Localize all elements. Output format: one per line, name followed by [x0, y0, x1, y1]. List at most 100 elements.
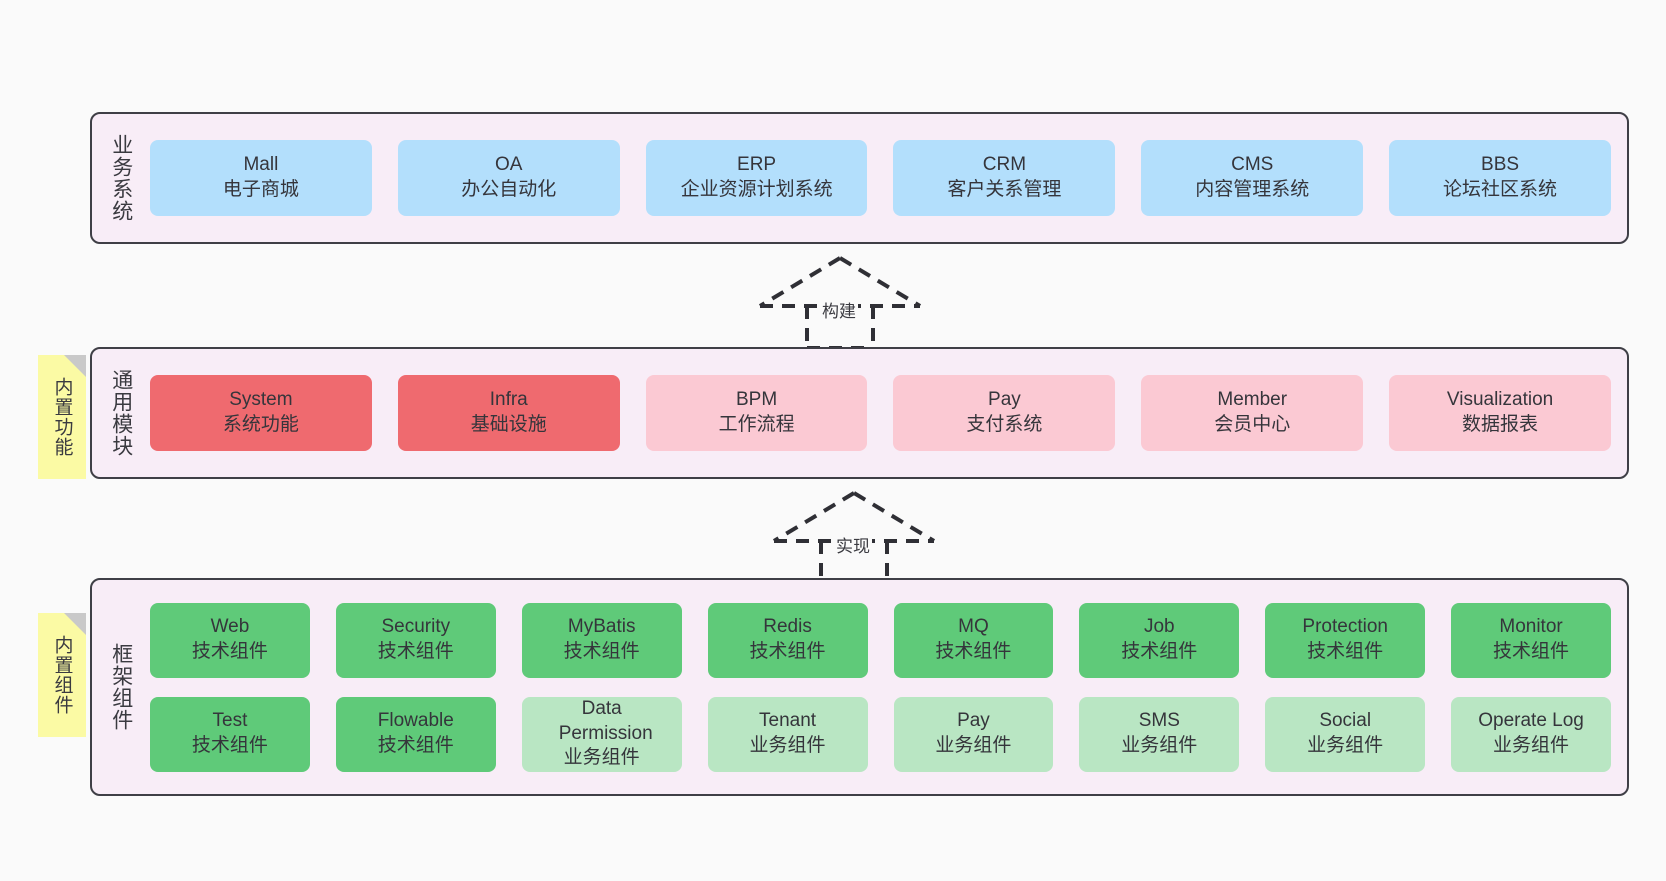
sticky-note-label: 内置组件	[51, 635, 73, 715]
card-subtitle: 技术组件	[1307, 641, 1384, 662]
card-sms[interactable]: SMS 业务组件	[1079, 696, 1240, 772]
card-title: MyBatis	[567, 616, 636, 638]
card-title: Monitor	[1499, 616, 1563, 638]
card-title: Protection	[1302, 616, 1388, 638]
card-member[interactable]: Member 会员中心	[1141, 375, 1364, 451]
connector-build: 构建	[752, 252, 932, 352]
card-test[interactable]: Test 技术组件	[150, 696, 310, 772]
card-group-common-modules: System 系统功能 Infra 基础设施 BPM 工作流程 Pay 支付系统…	[150, 349, 1627, 477]
connector-implement: 实现	[766, 487, 946, 587]
card-subtitle: 内容管理系统	[1195, 179, 1310, 200]
card-subtitle: 业务组件	[935, 735, 1012, 756]
card-subtitle: 办公自动化	[461, 179, 557, 200]
arrowhead-right-edge	[852, 491, 936, 543]
card-monitor[interactable]: Monitor 技术组件	[1451, 602, 1611, 678]
card-mybatis[interactable]: MyBatis 技术组件	[521, 602, 682, 678]
card-tenant[interactable]: Tenant 业务组件	[707, 696, 868, 772]
card-subtitle: 数据报表	[1462, 414, 1539, 435]
card-title: SMS	[1138, 710, 1180, 732]
card-title: Operate Log	[1478, 710, 1584, 732]
card-redis[interactable]: Redis 技术组件	[707, 602, 868, 678]
card-subtitle: 技术组件	[935, 641, 1012, 662]
card-mall[interactable]: Mall 电子商城	[150, 140, 372, 216]
card-subtitle: 技术组件	[563, 641, 640, 662]
card-visualization[interactable]: Visualization 数据报表	[1389, 375, 1611, 451]
card-subtitle: 工作流程	[718, 414, 795, 435]
card-oa[interactable]: OA 办公自动化	[397, 140, 620, 216]
card-cms[interactable]: CMS 内容管理系统	[1141, 140, 1364, 216]
card-title: Mall	[243, 154, 279, 176]
card-title: CRM	[982, 154, 1027, 176]
card-subtitle: 业务组件	[1493, 735, 1570, 756]
card-system[interactable]: System 系统功能	[150, 375, 372, 451]
layer-common-modules: 通用模块 System 系统功能 Infra 基础设施 BPM 工作流程 Pay…	[90, 347, 1629, 479]
card-subtitle: 技术组件	[749, 641, 826, 662]
card-subtitle: 业务组件	[1307, 735, 1384, 756]
card-title: System	[229, 389, 293, 411]
card-row-business: Test 技术组件 Flowable 技术组件 Data Permission …	[150, 696, 1611, 772]
card-job[interactable]: Job 技术组件	[1079, 602, 1240, 678]
fold-corner-icon	[64, 613, 86, 635]
card-title: Data Permission	[558, 697, 653, 744]
card-title: Pay	[957, 710, 990, 732]
card-pay-business[interactable]: Pay 业务组件	[893, 696, 1054, 772]
card-subtitle: 技术组件	[1121, 641, 1198, 662]
card-bbs[interactable]: BBS 论坛社区系统	[1389, 140, 1611, 216]
card-row: System 系统功能 Infra 基础设施 BPM 工作流程 Pay 支付系统…	[150, 375, 1611, 451]
card-subtitle: 支付系统	[966, 414, 1043, 435]
layer-title-business-systems: 业务系统	[109, 134, 133, 222]
card-title: Job	[1143, 616, 1175, 638]
card-subtitle: 技术组件	[377, 735, 454, 756]
fold-corner-icon	[64, 355, 86, 377]
card-subtitle: 系统功能	[222, 414, 299, 435]
card-row-technical: Web 技术组件 Security 技术组件 MyBatis 技术组件 Redi…	[150, 602, 1611, 678]
layer-title-framework-components: 框架组件	[109, 643, 133, 731]
card-data-permission[interactable]: Data Permission 业务组件	[521, 696, 682, 772]
connector-label-build: 构建	[820, 297, 858, 322]
card-subtitle: 技术组件	[191, 735, 268, 756]
card-title: BBS	[1481, 154, 1520, 176]
card-title: BPM	[735, 389, 778, 411]
card-operate-log[interactable]: Operate Log 业务组件	[1451, 696, 1611, 772]
card-erp[interactable]: ERP 企业资源计划系统	[645, 140, 868, 216]
card-title: OA	[495, 154, 523, 176]
card-row: Mall 电子商城 OA 办公自动化 ERP 企业资源计划系统 CRM 客户关系…	[150, 140, 1611, 216]
card-title: Visualization	[1446, 389, 1554, 411]
card-crm[interactable]: CRM 客户关系管理	[893, 140, 1116, 216]
card-subtitle: 业务组件	[1121, 735, 1198, 756]
card-title: Flowable	[377, 710, 454, 732]
sticky-note-label: 内置功能	[51, 377, 73, 457]
card-flowable[interactable]: Flowable 技术组件	[335, 696, 496, 772]
arrowhead-left-edge	[772, 491, 856, 543]
card-pay[interactable]: Pay 支付系统	[893, 375, 1116, 451]
card-subtitle: 技术组件	[1493, 641, 1570, 662]
card-bpm[interactable]: BPM 工作流程	[645, 375, 868, 451]
card-web[interactable]: Web 技术组件	[150, 602, 310, 678]
card-mq[interactable]: MQ 技术组件	[893, 602, 1054, 678]
connector-label-implement: 实现	[834, 532, 872, 557]
card-group-framework-components: Web 技术组件 Security 技术组件 MyBatis 技术组件 Redi…	[150, 580, 1627, 794]
sticky-note-builtin-components: 内置组件	[38, 613, 86, 737]
layer-title-common-modules: 通用模块	[109, 369, 133, 457]
card-group-business-systems: Mall 电子商城 OA 办公自动化 ERP 企业资源计划系统 CRM 客户关系…	[150, 114, 1627, 242]
card-subtitle: 基础设施	[470, 414, 547, 435]
card-protection[interactable]: Protection 技术组件	[1265, 602, 1426, 678]
card-subtitle: 企业资源计划系统	[680, 179, 833, 200]
card-title: Infra	[489, 389, 528, 411]
card-title: MQ	[958, 616, 989, 638]
card-subtitle: 技术组件	[191, 641, 268, 662]
card-social[interactable]: Social 业务组件	[1265, 696, 1426, 772]
card-title: Redis	[763, 616, 812, 638]
card-subtitle: 电子商城	[222, 179, 299, 200]
arrowhead-right-edge	[838, 256, 922, 308]
card-subtitle: 技术组件	[377, 641, 454, 662]
card-security[interactable]: Security 技术组件	[335, 602, 496, 678]
card-title: Member	[1217, 389, 1288, 411]
card-title: Social	[1319, 710, 1372, 732]
arrowhead-left-edge	[758, 256, 842, 308]
card-title: ERP	[737, 154, 777, 176]
card-subtitle: 客户关系管理	[947, 179, 1062, 200]
card-infra[interactable]: Infra 基础设施	[397, 375, 620, 451]
sticky-note-builtin-features: 内置功能	[38, 355, 86, 479]
